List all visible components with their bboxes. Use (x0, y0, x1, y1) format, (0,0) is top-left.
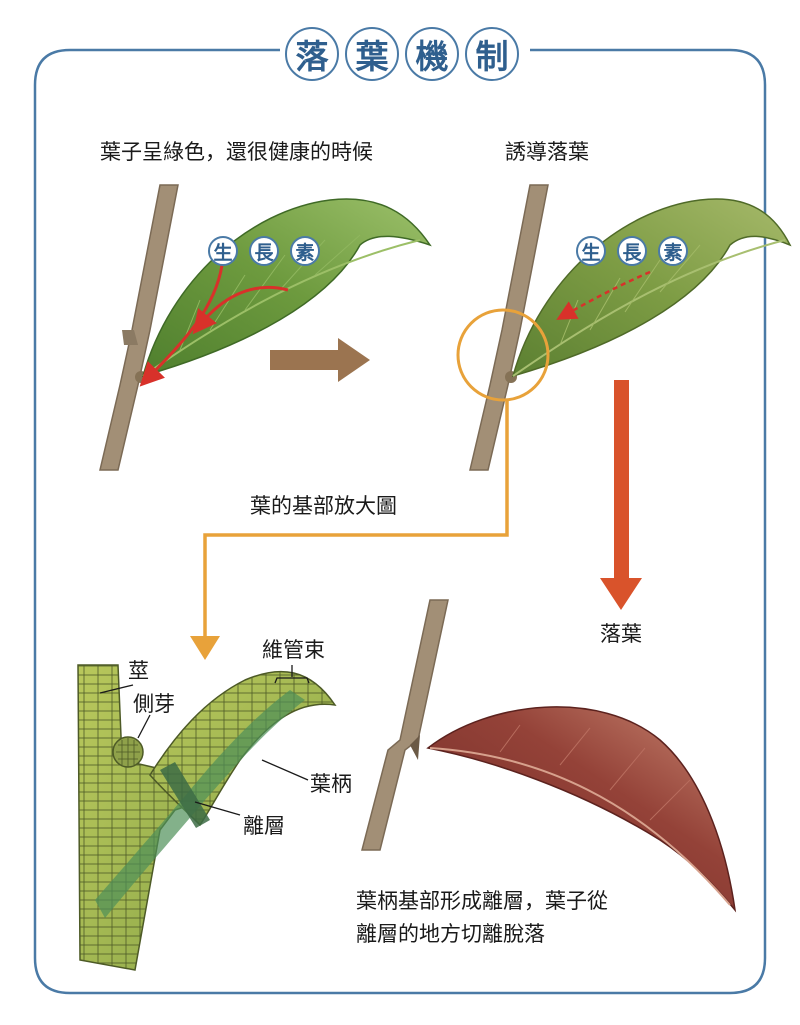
petiole-label: 葉柄 (310, 772, 352, 796)
abscission-caption-line1: 葉柄基部形成離層，葉子從 (356, 889, 608, 913)
outer-frame (33, 48, 767, 995)
title-char-3: 機 (405, 27, 459, 81)
abscission-caption-line2: 離層的地方切離脫落 (356, 922, 545, 946)
auxin-char-1: 生 (208, 236, 238, 266)
abscission-layer (160, 762, 210, 828)
fall-caption: 落葉 (600, 622, 642, 646)
fallen-leaf (426, 706, 737, 913)
magnify-connector (203, 400, 509, 640)
healthy-leaf (141, 198, 432, 378)
title-char-1: 落 (285, 27, 339, 81)
anatomy-leader-lines (99, 665, 310, 816)
induced-leaf (511, 198, 792, 378)
vascular-bundle-label: 維管束 (262, 638, 325, 662)
auxin-char-3: 素 (290, 236, 320, 266)
auxin-flow-arrows (139, 264, 289, 387)
bare-branch (361, 599, 449, 851)
auxin-char-6: 素 (658, 236, 688, 266)
magnify-arrowhead (190, 636, 220, 660)
magnify-circle (456, 308, 550, 402)
weak-auxin-arrow (556, 270, 651, 320)
auxin-char-2: 長 (249, 236, 279, 266)
tissue-section (77, 664, 337, 971)
fall-arrow (600, 380, 642, 610)
auxin-char-4: 生 (576, 236, 606, 266)
healthy-caption: 葉子呈綠色，還很健康的時候 (100, 140, 373, 164)
abscission-layer-label: 離層 (243, 814, 285, 838)
lateral-bud-label: 側芽 (133, 692, 175, 716)
title-char-2: 葉 (345, 27, 399, 81)
progress-arrow (270, 338, 370, 382)
auxin-char-5: 長 (617, 236, 647, 266)
title-char-4: 制 (465, 27, 519, 81)
induction-caption: 誘導落葉 (505, 140, 589, 164)
magnify-caption: 葉的基部放大圖 (250, 494, 397, 518)
stem-label: 莖 (128, 659, 149, 683)
